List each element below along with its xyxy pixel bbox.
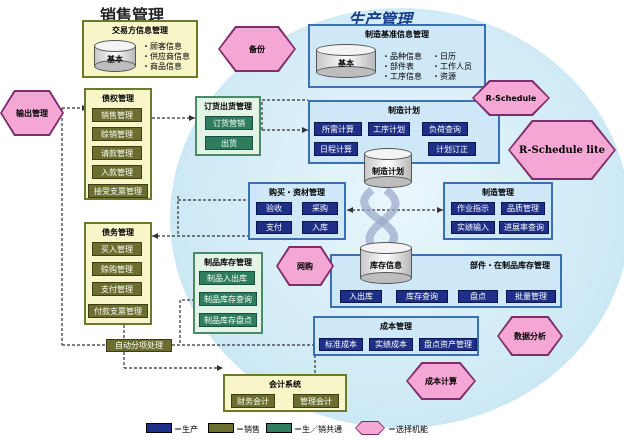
parts-inventory-title: 部件・在制品库存管理 [470,261,550,270]
sales-management-button[interactable]: 销售管理 [92,108,142,122]
actual-cost-button[interactable]: 实绩成本 [369,338,413,351]
product-inventory-panel: 制品库存管理 制品入出库 制品库存查询 制品库存盘点 [193,252,263,334]
order-shipping-title: 订货出货管理 [204,102,252,111]
purchasing-panel: 购买・资材管理 验收 采购 支付 入库 [248,182,346,240]
list-item: ・工作人员 [432,62,472,71]
production-database-icon: 基本 [316,44,376,78]
trading-database-label: 基本 [107,55,123,64]
list-item: ・部件表 [382,62,414,71]
accounting-system-panel: 会计系统 财务会计 管理会计 [223,374,347,412]
list-item: ・商品信息 [142,62,182,71]
product-inventory-title: 制品库存管理 [204,258,252,267]
payment-receipt-button[interactable]: 入款管理 [92,165,142,179]
actual-input-button[interactable]: 实绩输入 [451,221,495,234]
process-plan-button[interactable]: 工序计划 [368,122,410,136]
stocktake-button[interactable]: 盘点 [458,290,498,303]
inventory-database-label: 库存信息 [370,261,402,270]
work-instruction-button[interactable]: 作业指示 [451,202,495,215]
legend-swatch-common [266,423,292,433]
shipping-button[interactable]: 出货 [205,136,253,150]
production-plan-title: 制造计划 [388,106,420,115]
cost-management-title: 成本管理 [380,322,412,331]
legend-swatch-option [356,422,384,434]
payables-panel: 债务管理 买入管理 赊购管理 支付管理 付款支票管理 [84,222,152,325]
payment-management-button[interactable]: 支付管理 [92,282,142,296]
billing-button[interactable]: 请款管理 [92,146,142,160]
production-master-list-2: ・日历 ・工作人员 ・资源 [432,52,472,82]
legend-swatch-sales [208,423,234,433]
legend-label-common: ＝生／销共通 [294,425,342,434]
credit-sales-button[interactable]: 赊销管理 [92,127,142,141]
production-database-label: 基本 [338,59,354,68]
manufacturing-title: 制造管理 [482,188,514,197]
procurement-button[interactable]: 采购 [302,202,338,215]
order-shipping-panel: 订货出货管理 订货营销 出货 [195,96,261,156]
web-purchase-hex[interactable]: 网购 [278,248,332,284]
requirements-calc-button[interactable]: 所需计算 [314,122,362,136]
production-plan-database-label: 制造计划 [372,167,404,176]
production-plan-database-icon: 制造计划 [364,148,412,188]
list-item: ・资源 [432,72,456,81]
production-master-title: 制造基准信息管理 [365,30,429,39]
production-master-list-1: ・品种信息 ・部件表 ・工序信息 [382,52,422,82]
trading-partner-panel: 交易方信息管理 基本 ・顾客信息 ・供应商信息 ・商品信息 [82,20,198,78]
output-management-hex[interactable]: 输出管理 [2,92,62,134]
product-inventory-count-button[interactable]: 制品库存盘点 [199,313,257,327]
warehousing-button[interactable]: 入库 [302,221,338,234]
credit-purchase-button[interactable]: 赊购管理 [92,262,142,276]
list-item: ・工序信息 [382,72,422,81]
parts-inout-button[interactable]: 入出库 [340,290,382,303]
order-sales-button[interactable]: 订货营销 [205,116,253,130]
production-master-panel: 制造基准信息管理 基本 ・品种信息 ・部件表 ・工序信息 ・日历 ・工作人员 ・… [308,24,486,88]
management-accounting-button[interactable]: 管理会计 [293,394,339,408]
accounting-system-title: 会计系统 [269,380,301,389]
purchase-management-button[interactable]: 买入管理 [92,242,142,256]
payment-check-button[interactable]: 付款支票管理 [88,304,148,318]
cost-management-panel: 成本管理 标准成本 实绩成本 盘点资产管理 [313,316,479,356]
r-schedule-hex[interactable]: R-Schedule [474,82,548,114]
progress-query-button[interactable]: 进展率查询 [499,221,549,234]
trading-info-list: ・顾客信息 ・供应商信息 ・商品信息 [142,42,190,72]
r-schedule-lite-hex[interactable]: R-Schedule lite [510,122,614,178]
list-item: ・顾客信息 [142,42,182,51]
cost-calculation-hex[interactable]: 成本计算 [408,364,474,398]
batch-management-button[interactable]: 批量管理 [506,290,556,303]
manufacturing-panel: 制造管理 作业指示 品质管理 实绩输入 进展率查询 [443,182,553,240]
auto-itemization-button[interactable]: 自动分项处理 [106,339,172,352]
inventory-asset-button[interactable]: 盘点资产管理 [419,338,477,351]
trading-partner-title: 交易方信息管理 [112,26,168,35]
schedule-calc-button[interactable]: 日程计算 [314,142,358,156]
purchase-payment-button[interactable]: 支付 [256,221,292,234]
trading-database-icon: 基本 [94,40,136,72]
list-item: ・供应商信息 [142,52,190,61]
product-inventory-query-button[interactable]: 制品库存查询 [199,292,257,306]
legend-swatch-production [146,423,172,433]
inspection-button[interactable]: 验收 [256,202,292,215]
load-query-button[interactable]: 负荷查询 [422,122,468,136]
purchasing-title: 购买・资材管理 [269,188,325,197]
standard-cost-button[interactable]: 标准成本 [319,338,363,351]
product-inout-button[interactable]: 制品入出库 [199,271,255,285]
receivables-title: 债权管理 [102,94,134,103]
list-item: ・品种信息 [382,52,422,61]
inventory-database-icon: 库存信息 [360,242,412,284]
receivables-panel: 债权管理 销售管理 赊销管理 请款管理 入款管理 接受支票管理 [84,88,152,200]
plan-revision-button[interactable]: 计划订正 [428,142,476,156]
payables-title: 债务管理 [102,228,134,237]
list-item: ・日历 [432,52,456,61]
financial-accounting-button[interactable]: 财务会计 [231,394,275,408]
legend-label-production: ＝生产 [174,425,198,434]
legend-label-option: ＝选择机能 [388,425,428,434]
data-analysis-hex[interactable]: 数据分析 [499,318,561,354]
receive-check-button[interactable]: 接受支票管理 [88,184,148,198]
inventory-query-button[interactable]: 库存查询 [396,290,448,303]
backup-option-hex[interactable]: 备份 [220,28,294,70]
legend-label-sales: ＝销售 [236,425,260,434]
quality-management-button[interactable]: 品质管理 [501,202,545,215]
